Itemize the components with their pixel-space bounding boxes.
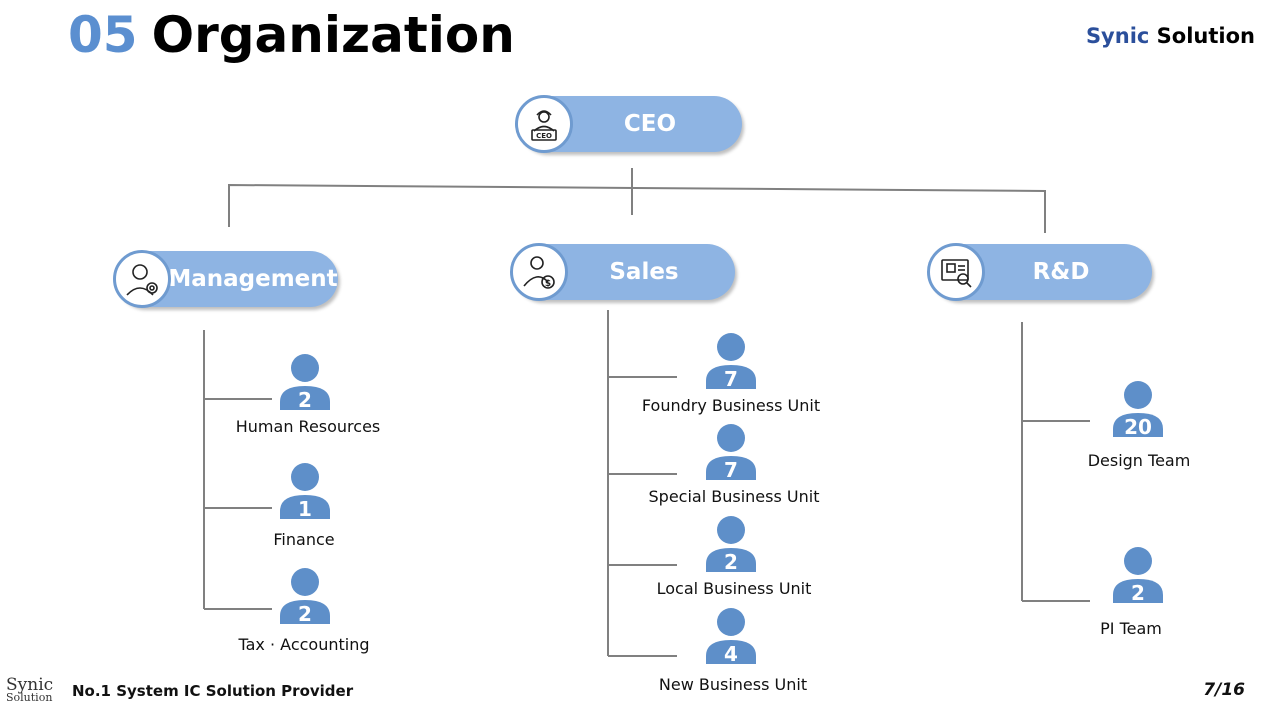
- team-name: Finance: [273, 530, 335, 549]
- person-icon: 2: [1113, 547, 1163, 605]
- team-special: 7: [700, 424, 762, 484]
- brand-part2: Solution: [1156, 24, 1255, 48]
- team-local: 2: [700, 516, 762, 576]
- rnd-label: R&D: [1032, 259, 1090, 285]
- department-rnd: R&D: [927, 243, 1152, 301]
- team-name: Special Business Unit: [648, 487, 820, 506]
- team-count: 2: [298, 602, 312, 624]
- ceo-node: CEO CEO: [515, 95, 742, 153]
- department-management: Management: [113, 250, 338, 308]
- team-finance: 1: [274, 463, 336, 523]
- person-icon: 2: [280, 354, 330, 412]
- svg-text:$: $: [545, 279, 551, 289]
- chip-design-icon: [927, 243, 985, 301]
- team-count: 20: [1124, 415, 1152, 437]
- team-foundry: 7: [700, 333, 762, 393]
- team-name: Foundry Business Unit: [641, 396, 821, 415]
- title-text: Organization: [151, 6, 515, 64]
- brand-part1: Synic: [1085, 24, 1150, 48]
- team-count: 4: [724, 642, 738, 664]
- person-icon: 20: [1113, 381, 1163, 439]
- team-count: 2: [1131, 581, 1145, 603]
- person-icon: 4: [706, 608, 756, 666]
- person-icon: 7: [706, 333, 756, 391]
- team-name: Human Resources: [235, 417, 381, 436]
- team-human-resources: 2: [274, 354, 336, 414]
- footer-logo-line1: Synic: [6, 675, 54, 695]
- ceo-icon: CEO: [515, 95, 573, 153]
- department-sales: $ Sales: [510, 243, 735, 301]
- team-name: New Business Unit: [658, 675, 808, 694]
- ceo-label: CEO: [623, 111, 677, 137]
- section-number: 05: [68, 6, 138, 64]
- team-count: 7: [724, 367, 738, 389]
- brand-logo: Synic Solution: [1086, 24, 1255, 48]
- svg-text:CEO: CEO: [536, 132, 552, 140]
- person-icon: 1: [280, 463, 330, 521]
- salesperson-dollar-icon: $: [510, 243, 568, 301]
- team-new: 4: [700, 608, 762, 668]
- sales-label: Sales: [609, 259, 679, 285]
- person-icon: 2: [706, 516, 756, 574]
- manager-gear-icon: [113, 250, 171, 308]
- footer-tagline: No.1 System IC Solution Provider: [72, 682, 354, 700]
- team-count: 1: [298, 497, 312, 519]
- footer-logo-line2: Solution: [6, 691, 53, 704]
- team-count: 2: [298, 388, 312, 410]
- team-design: 20: [1107, 381, 1169, 441]
- team-name: Design Team: [1087, 451, 1191, 470]
- person-icon: 2: [280, 568, 330, 626]
- page-number: 7/16: [1203, 680, 1245, 700]
- person-icon: 7: [706, 424, 756, 482]
- team-count: 2: [724, 550, 738, 572]
- team-name: PI Team: [1100, 619, 1162, 638]
- management-label: Management: [168, 266, 338, 292]
- team-tax-accounting: 2: [274, 568, 336, 628]
- team-count: 7: [724, 458, 738, 480]
- team-pi: 2: [1107, 547, 1169, 607]
- team-name: Tax · Accounting: [238, 635, 370, 654]
- footer-logo: Synic Solution: [6, 675, 58, 704]
- team-name: Local Business Unit: [656, 579, 812, 598]
